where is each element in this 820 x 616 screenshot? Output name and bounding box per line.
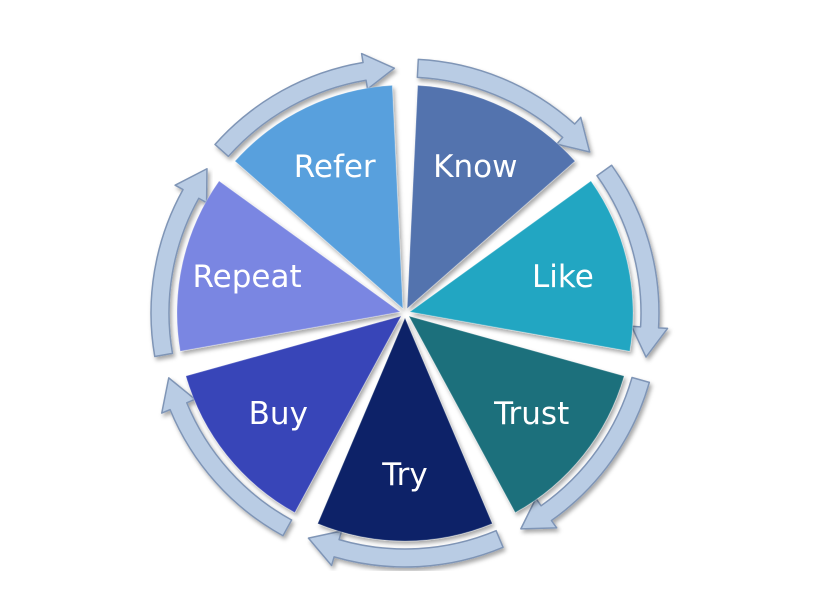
arrow-buy xyxy=(161,377,293,537)
cycle-arrows xyxy=(150,52,669,568)
arrow-repeat xyxy=(150,168,208,358)
segment-repeat xyxy=(176,180,402,352)
cycle-segments xyxy=(176,84,634,542)
label-know: Know xyxy=(433,149,517,185)
segment-buy xyxy=(185,315,403,514)
arrow-try xyxy=(307,529,504,568)
label-like: Like xyxy=(532,259,594,295)
label-repeat: Repeat xyxy=(193,259,302,295)
label-refer: Refer xyxy=(294,149,376,185)
arrow-refer xyxy=(214,52,396,158)
arrow-like xyxy=(596,164,669,358)
segment-refer xyxy=(234,84,404,310)
label-trust: Trust xyxy=(493,396,569,432)
segment-trust xyxy=(407,315,625,514)
label-buy: Buy xyxy=(249,396,308,432)
arrow-know xyxy=(416,58,591,153)
label-try: Try xyxy=(381,457,427,493)
segment-like xyxy=(408,180,634,352)
segment-know xyxy=(406,84,576,310)
segment-try xyxy=(317,316,493,542)
arrow-trust xyxy=(520,376,651,530)
